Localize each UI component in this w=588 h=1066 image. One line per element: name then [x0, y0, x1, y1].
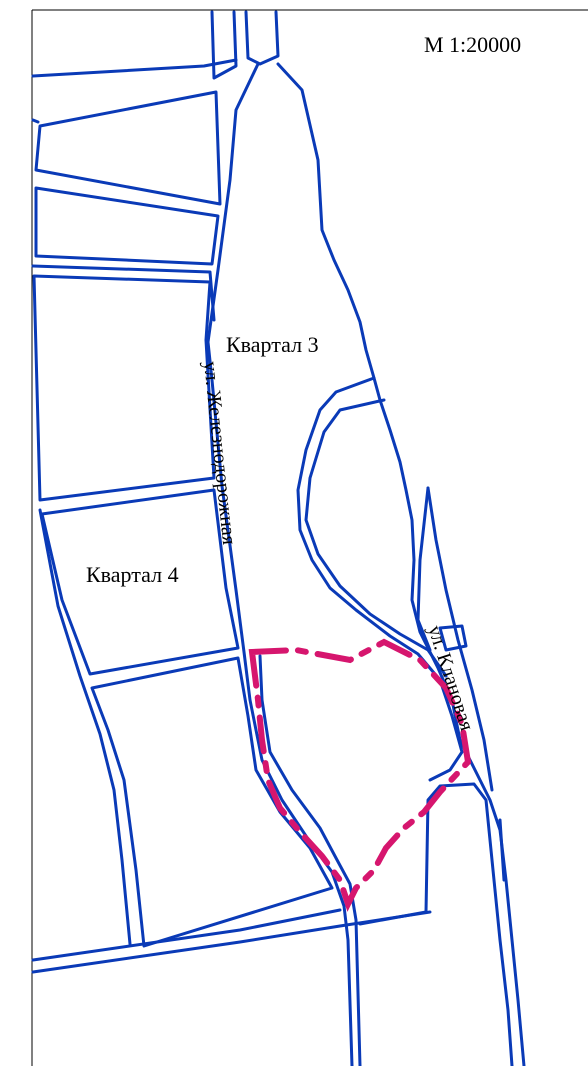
block-lower-left — [90, 656, 334, 948]
road-lower-left-edge — [38, 508, 132, 946]
block-label-kvartal-3: Квартал 3 — [226, 332, 319, 357]
block-lower-right — [358, 782, 514, 1066]
road-bottom-top — [31, 908, 342, 962]
scale-label: М 1:20000 — [424, 32, 521, 57]
inner-loop-outer — [304, 398, 448, 678]
klanovaya-wedge-left — [416, 486, 432, 652]
zheleznodorozhnaya-west-edge — [206, 62, 354, 1066]
zheleznodorozhnaya-east-edge — [276, 62, 526, 1066]
block-label-kvartal-4: Квартал 4 — [86, 562, 179, 587]
block-left-3 — [32, 274, 216, 502]
inner-loop — [296, 376, 464, 782]
road-top-right-stub — [244, 10, 280, 66]
road-upper-left-bottom — [31, 118, 40, 124]
road-right-lower — [498, 818, 506, 882]
street-network — [31, 10, 526, 1066]
klanovaya-wedge — [426, 486, 494, 792]
block-left-1 — [34, 90, 222, 206]
block-kvartal-4 — [40, 488, 240, 676]
zheleznodorozhnaya-inner — [258, 654, 362, 1066]
block-left-2 — [34, 186, 220, 266]
klanovaya-box — [438, 624, 468, 652]
boundary-outline — [248, 638, 472, 912]
road-top-left-stub — [210, 10, 238, 80]
road-upper-left-top — [31, 58, 238, 78]
